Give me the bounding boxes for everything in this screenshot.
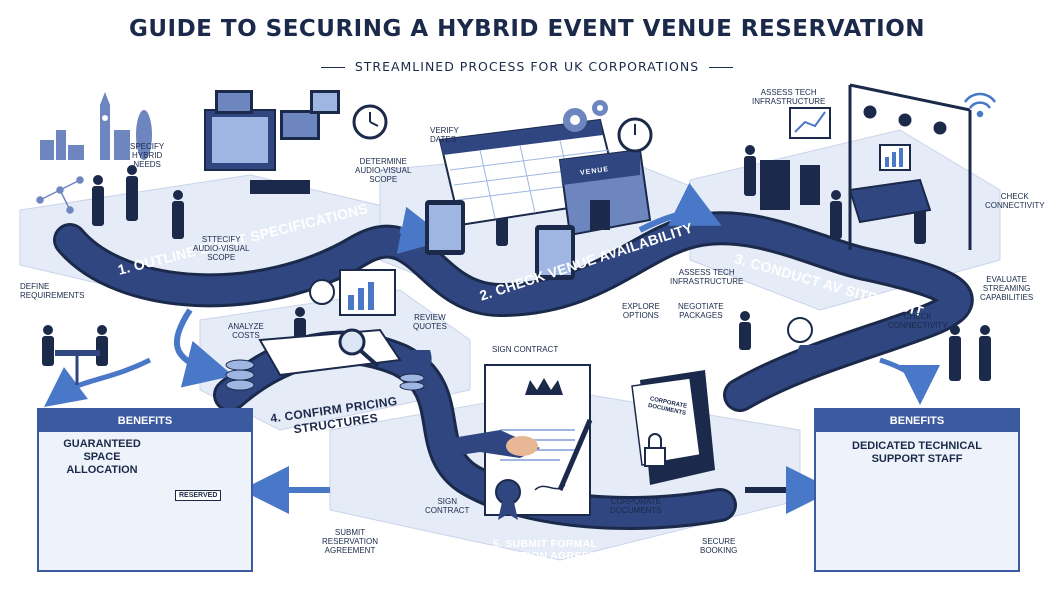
london-skyline <box>40 92 152 160</box>
annot-define-req: DEFINE REQUIREMENTS <box>20 282 85 300</box>
annot-verify-dates: VERIFY DATES <box>430 126 459 144</box>
reserved-sign: RESERVED <box>175 490 222 501</box>
benefits-left-text: GUARANTEED SPACE ALLOCATION <box>63 438 141 476</box>
meeting-table <box>55 350 100 385</box>
clock-icon-2 <box>617 117 653 153</box>
chart-icon <box>789 107 911 171</box>
handshake-icon <box>440 430 540 458</box>
clock-icon <box>352 104 388 140</box>
benefits-right-heading: BENEFITS <box>816 410 1018 432</box>
annot-specify-av: STTECIFY AUDIO-VISUAL SCOPE <box>193 235 250 262</box>
pen-icon <box>557 419 593 491</box>
annot-specify-hybrid: SPECIFY HYBRID NEEDS <box>130 142 165 169</box>
magnifier-icon <box>338 328 380 368</box>
lighting-truss <box>848 83 972 250</box>
mixing-console <box>760 160 932 224</box>
annot-submit-reservation: SUBMIT RESERVATION AGREEMENT <box>322 528 379 555</box>
annot-explore-options: EXPLORE OPTIONS <box>622 302 660 320</box>
annot-determine-av: DETERMINE AUDIO-VISUAL SCOPE <box>355 157 412 184</box>
annot-review-quotes: REVIEW QUOTES <box>413 313 447 331</box>
page-subtitle: STREAMLINED PROCESS FOR UK CORPORATIONS <box>320 59 734 74</box>
big-ben-icon <box>102 115 108 121</box>
money-bag-icon <box>408 345 822 373</box>
annot-negotiate-packages: NEGOTIATE PACKAGES <box>678 302 724 320</box>
stage-screens <box>204 90 340 194</box>
flow-arrows <box>43 182 940 514</box>
subtitle-wrap: STREAMLINED PROCESS FOR UK CORPORATIONS <box>0 56 1054 75</box>
wifi-icon <box>963 92 997 118</box>
seal-icon <box>495 479 521 520</box>
annot-analyze-costs: ANALYZE COSTS <box>228 322 264 340</box>
page-title: GUIDE TO SECURING A HYBRID EVENT VENUE R… <box>128 16 926 42</box>
tablet-devices <box>425 200 575 280</box>
annot-check-conn-mid: CHECK CONNECTIVITY <box>888 312 948 330</box>
benefits-right-card: BENEFITS DEDICATED TECHNICAL SUPPORT STA… <box>814 408 1020 572</box>
pound-coin-icon <box>225 279 813 391</box>
network-icon <box>36 176 84 214</box>
venue-building <box>558 148 652 237</box>
benefits-left-heading: BENEFITS <box>39 410 251 432</box>
step-5-label: 5. SUBMIT FORMAL RESERVATION AGREEMENT <box>469 538 620 562</box>
annot-assess-tech-mid: ASSESS TECH INFRASTRUCTURE <box>670 268 744 286</box>
annot-assess-tech-top: ASSESS TECH INFRASTRUCTURE <box>752 88 826 106</box>
annot-sign-contract-top: SIGN CONTRACT <box>492 345 559 354</box>
annot-sign-contract-bottom: SIGN CONTRACT <box>425 497 470 515</box>
annot-secure-booking: SECURE BOOKING <box>700 537 738 555</box>
annot-check-conn-right: CHECK CONNECTIVITY <box>985 192 1045 210</box>
annot-evaluate-streaming: EVALUATE STREAMING CAPABILITIES <box>980 275 1034 302</box>
crown-icon <box>525 378 563 395</box>
gear-icon <box>563 100 608 132</box>
benefits-right-text: DEDICATED TECHNICAL SUPPORT STAFF <box>852 440 982 465</box>
annot-corporate-docs: CORPORATE DOCUMENTS <box>610 497 662 515</box>
padlock-icon <box>644 433 666 467</box>
